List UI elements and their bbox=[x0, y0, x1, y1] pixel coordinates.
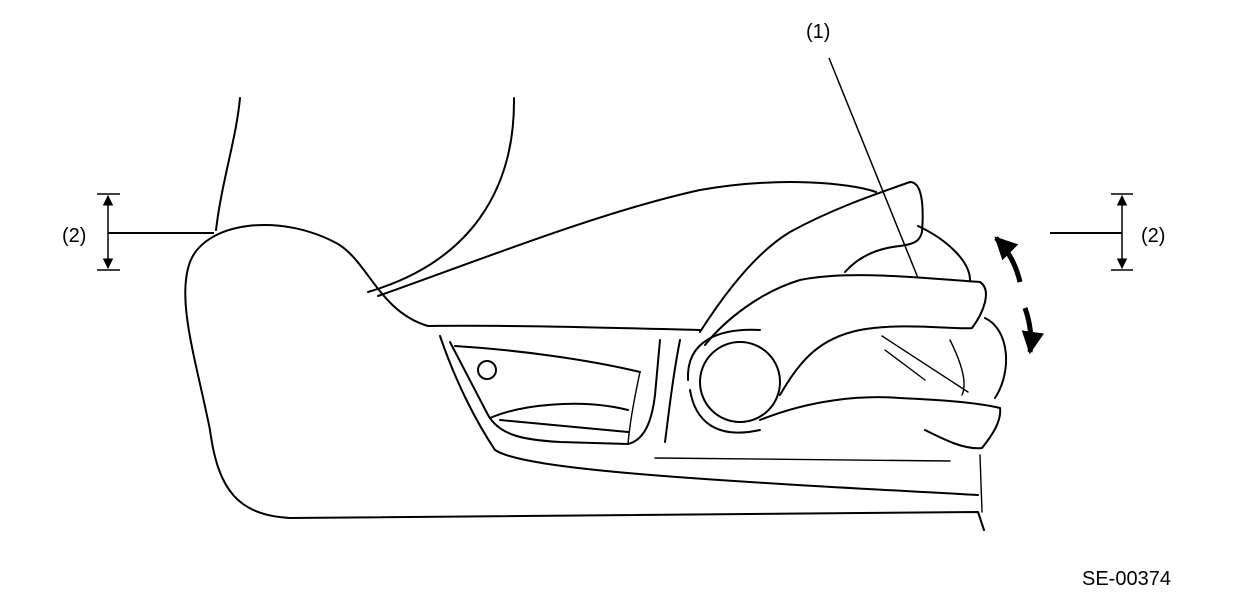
height-adjust-lever[interactable] bbox=[686, 181, 1008, 450]
height-dimension-right bbox=[1050, 193, 1133, 271]
callout-1-label: (1) bbox=[806, 21, 830, 43]
height-dimension-left bbox=[97, 193, 214, 271]
lever-rotation-arrows bbox=[994, 236, 1044, 355]
figure-code: SE-00374 bbox=[1082, 568, 1171, 590]
seat-back bbox=[215, 97, 516, 293]
lever-hub bbox=[699, 341, 781, 423]
rotate-down-arrow-icon bbox=[1021, 307, 1044, 355]
callout-2-left-label: (2) bbox=[62, 225, 86, 247]
callout-1-leader bbox=[828, 57, 919, 279]
callout-2-right-label: (2) bbox=[1141, 225, 1165, 247]
side-cover-recess bbox=[449, 339, 951, 462]
bolt-hole-icon bbox=[477, 360, 497, 380]
seat-cushion-side bbox=[184, 181, 985, 531]
rotate-up-arrow-icon bbox=[994, 236, 1023, 283]
